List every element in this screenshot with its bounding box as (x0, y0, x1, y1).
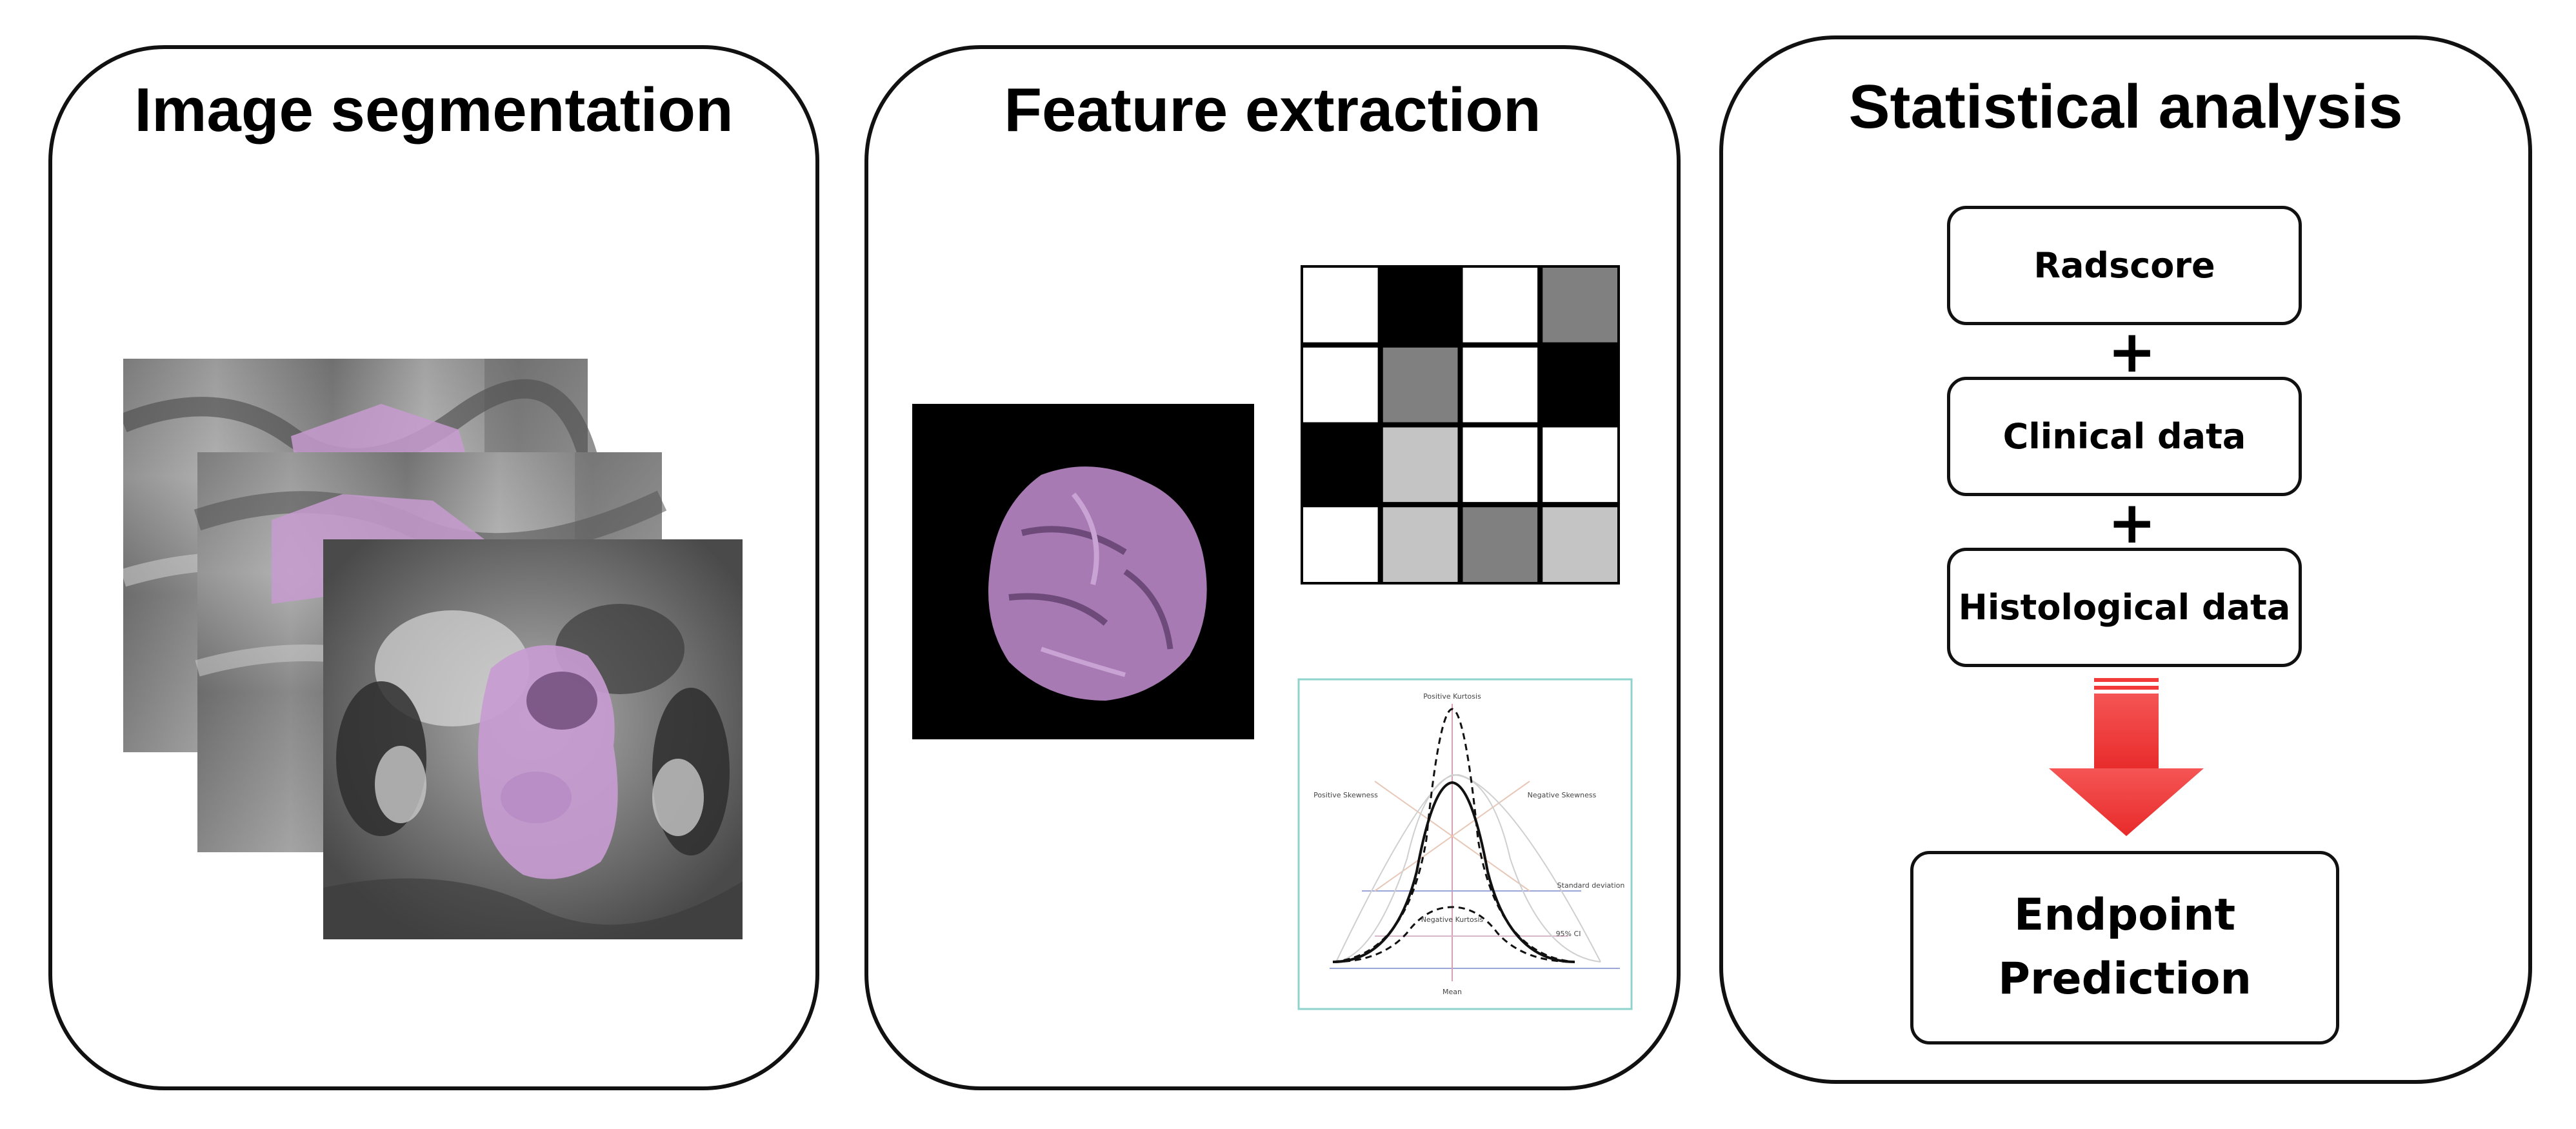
clinical-data-label: Clinical data (2002, 416, 2246, 457)
tumor-3d-rendering (912, 404, 1254, 739)
endpoint-label-line2: Prediction (1998, 954, 2252, 1004)
label-mean: Mean (1443, 988, 1462, 996)
endpoint-prediction-box: Endpoint Prediction (1910, 851, 2339, 1044)
label-negative-kurtosis: Negative Kurtosis (1421, 915, 1484, 924)
plus-sign-1: + (2108, 318, 2157, 386)
label-negative-skewness: Negative Skewness (1528, 791, 1597, 799)
texture-cell-3-0 (1301, 502, 1383, 584)
histological-data-label: Histological data (1958, 587, 2291, 628)
texture-cell-0-1 (1377, 265, 1463, 348)
panel-title-features: Feature extraction (1004, 75, 1541, 145)
radscore-label: Radscore (2033, 245, 2215, 286)
distribution-plot: Positive Kurtosis Positive Skewness Nega… (1297, 678, 1633, 1010)
down-arrow-icon (2049, 678, 2204, 836)
radscore-box: Radscore (1947, 206, 2302, 325)
texture-cell-2-3 (1537, 422, 1620, 508)
statistical-analysis-panel: Statistical analysis Radscore + Clinical… (1719, 35, 2532, 1084)
texture-cell-0-0 (1301, 265, 1383, 348)
histological-data-box: Histological data (1947, 548, 2302, 667)
texture-cell-1-0 (1301, 342, 1383, 428)
texture-cell-3-1 (1377, 502, 1463, 584)
texture-cell-0-2 (1457, 265, 1543, 348)
plus-sign-2: + (2108, 489, 2157, 557)
label-standard-deviation: Standard deviation (1557, 881, 1625, 890)
texture-cell-2-0 (1301, 422, 1383, 508)
texture-cell-1-1 (1377, 342, 1463, 428)
texture-cell-2-1 (1377, 422, 1463, 508)
texture-cell-1-3 (1537, 342, 1620, 428)
mri-slice-stack (123, 359, 743, 939)
image-segmentation-panel: Image segmentation (48, 45, 819, 1090)
texture-matrix (1301, 265, 1620, 584)
feature-extraction-panel: Feature extraction Positive Kurtosis Pos… (864, 45, 1681, 1090)
texture-cell-3-3 (1537, 502, 1620, 584)
texture-cell-0-3 (1537, 265, 1620, 348)
panel-title-segmentation: Image segmentation (134, 75, 734, 145)
texture-cell-2-2 (1457, 422, 1543, 508)
texture-cell-1-2 (1457, 342, 1543, 428)
mri-slice-front (323, 539, 743, 939)
panel-title-statistics: Statistical analysis (1848, 72, 2403, 141)
texture-cell-3-2 (1457, 502, 1543, 584)
label-positive-skewness: Positive Skewness (1313, 791, 1378, 799)
label-positive-kurtosis: Positive Kurtosis (1423, 692, 1481, 701)
clinical-data-box: Clinical data (1947, 377, 2302, 496)
endpoint-label-line1: Endpoint (2013, 890, 2236, 941)
label-confidence-interval: 95% CI (1556, 930, 1581, 938)
